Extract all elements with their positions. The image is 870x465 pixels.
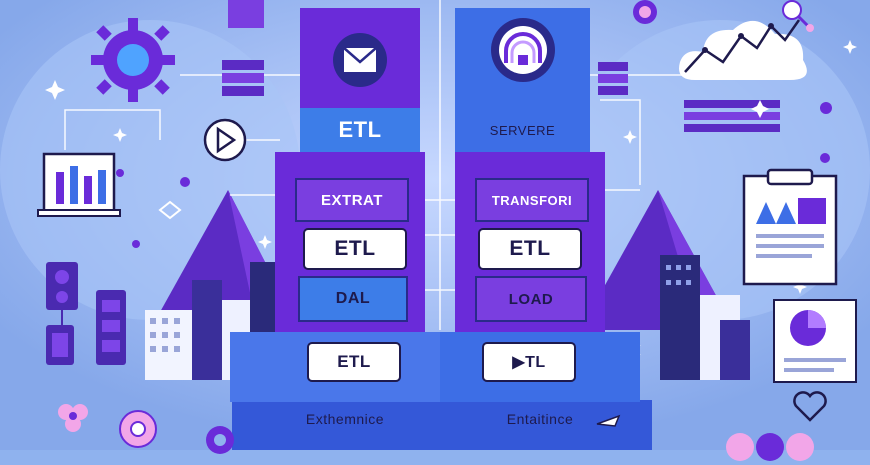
right-play-button[interactable]: ▶TL xyxy=(482,342,576,382)
arch-icon[interactable] xyxy=(488,15,558,85)
right-row-etl[interactable]: ETL xyxy=(478,228,582,270)
bar-chart-icon xyxy=(37,152,121,217)
pie-chart-icon xyxy=(773,299,857,383)
right-stack-title: SERVERE xyxy=(489,122,556,138)
left-footer-label: Exthemnice xyxy=(305,411,385,427)
magnifier-icon xyxy=(782,0,814,32)
left-stack-mid xyxy=(300,108,420,152)
left-row-dal[interactable]: DAL xyxy=(298,276,408,322)
left-row-extract[interactable]: EXTRAT xyxy=(295,178,409,222)
right-row-load[interactable]: LOAD xyxy=(475,276,587,322)
flower-icon xyxy=(119,410,157,448)
arrow-icon xyxy=(596,414,621,427)
flower-icon xyxy=(58,404,88,432)
mail-icon[interactable] xyxy=(330,30,390,90)
right-footer-label: Entaitince xyxy=(506,411,574,427)
gear-icon xyxy=(91,18,175,102)
right-row-transform[interactable]: TRANSFORI xyxy=(475,178,589,222)
flower-icon xyxy=(726,433,814,461)
gear-icon xyxy=(633,0,657,24)
document-icon xyxy=(742,168,838,286)
play-icon xyxy=(203,118,247,162)
heart-icon xyxy=(793,391,827,422)
left-stack-title: ETL xyxy=(338,117,382,142)
left-row-etl[interactable]: ETL xyxy=(303,228,407,270)
left-etl-button[interactable]: ETL xyxy=(307,342,401,382)
gear-icon xyxy=(206,426,234,454)
cloud-icon xyxy=(679,19,807,80)
